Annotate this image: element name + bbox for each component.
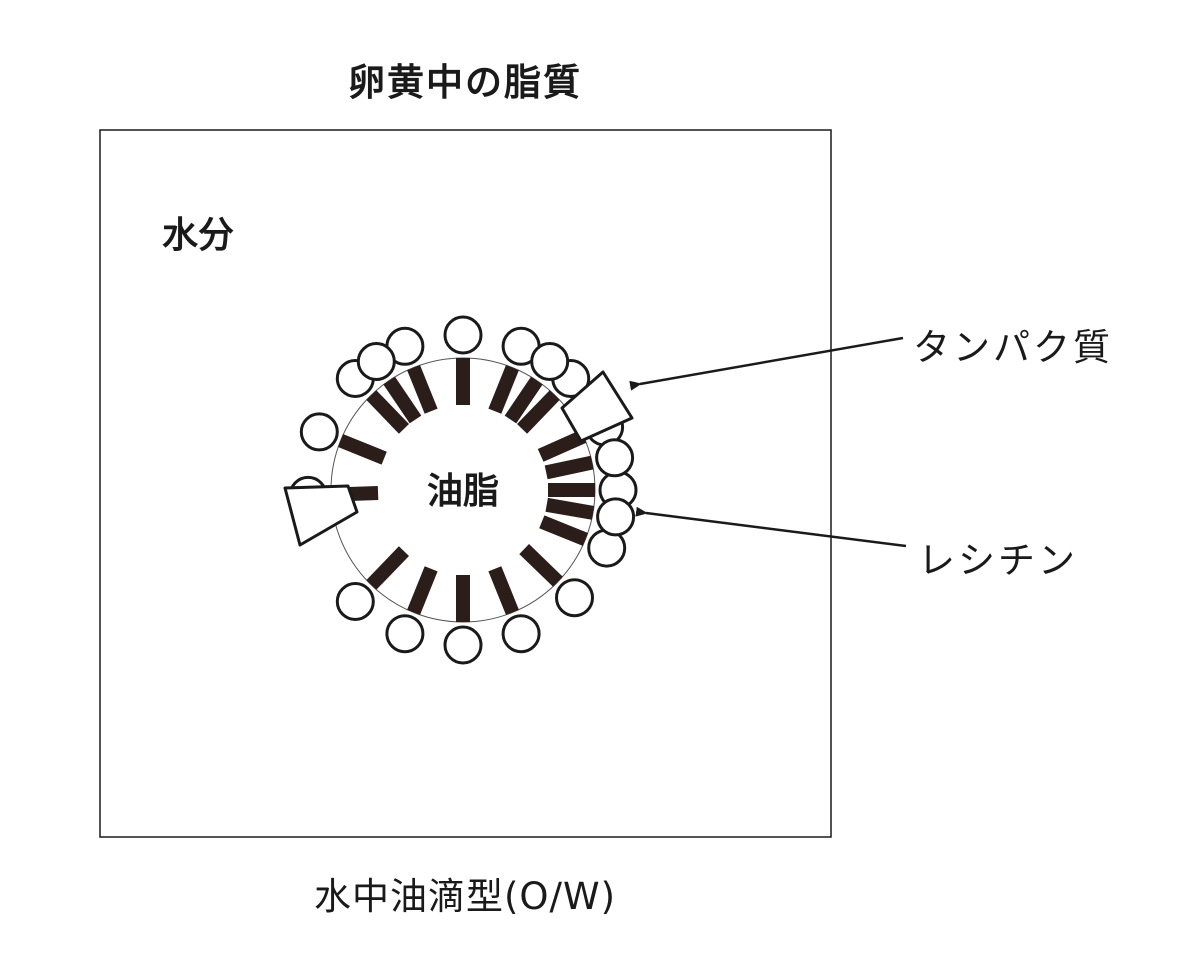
lecithin-tail — [366, 390, 409, 434]
lecithin-tail — [407, 566, 438, 615]
lecithin-tail — [456, 358, 470, 405]
lecithin-head — [530, 342, 570, 381]
protein-shape — [283, 484, 359, 547]
lecithin-head — [443, 625, 483, 665]
lecithin-tail — [366, 546, 409, 590]
oil-label: 油脂 — [426, 471, 499, 512]
lecithin-tail — [539, 515, 588, 546]
lecithin-head — [555, 578, 594, 618]
lecithin-head — [299, 412, 339, 452]
lecithin-tail — [488, 566, 519, 615]
water-label: 水分 — [162, 215, 235, 256]
protein-pointer-arrow — [629, 336, 904, 391]
proteins — [283, 370, 634, 547]
lecithin-tail — [544, 455, 594, 480]
lecithin-head — [595, 438, 635, 478]
protein-label: タンパク質 — [913, 326, 1113, 369]
lecithin-label: レシチン — [918, 539, 1078, 582]
lecithin-tail — [545, 497, 595, 520]
lecithin-tail — [456, 575, 470, 622]
lecithin-head — [356, 342, 396, 381]
lecithin-head — [335, 582, 375, 621]
lecithin-tail — [504, 376, 543, 424]
protein-shape — [560, 370, 634, 443]
lecithin-tail — [338, 434, 387, 465]
lecithin-head — [385, 614, 425, 654]
lecithin-head — [596, 497, 636, 537]
lecithin-tail — [517, 390, 560, 434]
lecithin-pointer-arrow — [635, 506, 907, 548]
lecithin-tail — [488, 365, 519, 414]
lecithin-head — [501, 614, 541, 654]
emulsion-type-label: 水中油滴型(O/W) — [313, 875, 617, 918]
lecithin-head — [443, 315, 483, 355]
lecithin-tail — [383, 376, 422, 424]
water-region-frame — [99, 129, 832, 838]
lecithin-tail — [519, 544, 563, 587]
diagram-title: 卵黄中の脂質 — [348, 61, 582, 104]
lecithin-tail — [537, 429, 587, 462]
lecithin-tail — [548, 483, 595, 497]
lecithin-tail — [407, 365, 438, 414]
micelle — [288, 315, 638, 665]
